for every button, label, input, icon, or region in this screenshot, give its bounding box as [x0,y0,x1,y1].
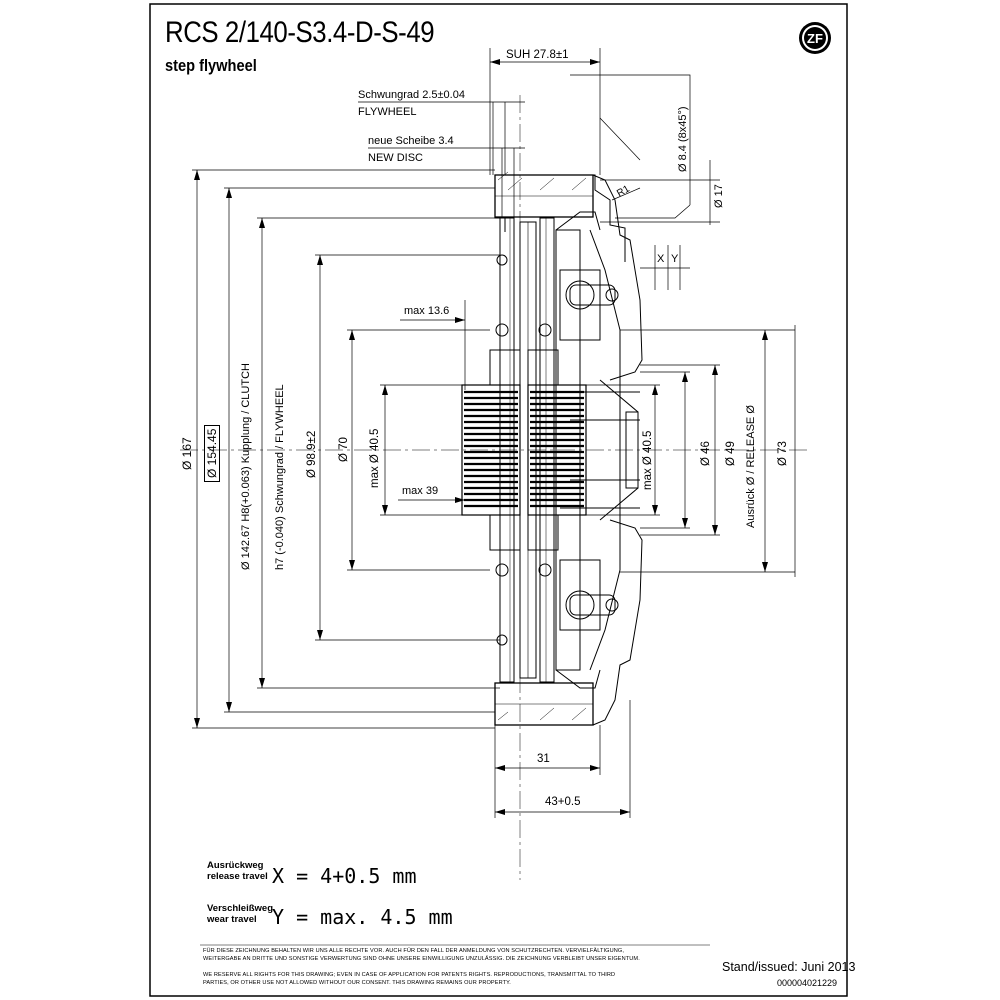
release-travel-label-de: Ausrückweg [207,860,264,871]
dim-d46: Ø 46 [700,441,712,466]
dim-suh: SUH 27.8±1 [506,49,569,61]
dimension-lines [192,48,796,818]
release-travel-label-en: release travel [207,871,268,882]
section-hatching [497,171,587,721]
dim-neue-scheibe: neue Scheibe 3.4 [368,135,454,147]
dim-d989: Ø 98.9±2 [306,430,318,478]
hub-splines [464,390,584,508]
notice-line-2: WEITERGABE AN DRITTE UND SONSTIGE VERWER… [203,956,640,962]
dim-hole: Ø 8.4 (8x45°) [677,106,689,172]
doc-number: 000004021229 [777,978,838,988]
dimension-arrows [194,59,768,815]
dim-max405-left: max Ø 40.5 [369,428,381,488]
wear-travel-label-de: Verschleißweg [207,903,274,914]
dim-y: Y [671,253,679,265]
sheet-border [149,3,848,997]
dim-new-disc: NEW DISC [368,152,423,164]
dim-w31: 31 [537,753,550,765]
wear-travel-label-en: wear travel [207,914,257,925]
wear-travel-formula: Y = max. 4.5 mm [272,905,453,929]
stand-issued: Stand/issued: Juni 2013 [722,960,856,974]
dim-d73: Ø 73 [777,441,789,466]
dim-d17: Ø 17 [713,184,725,208]
dim-x: X [657,253,665,265]
notice-line-4: PARTIES, OR OTHER USE NOT ALLOWED WITHOU… [203,980,511,986]
dim-d70: Ø 70 [338,437,350,462]
notice-line-3: WE RESERVE ALL RIGHTS FOR THIS DRAWING; … [203,972,616,978]
zf-logo-text: ZF [807,31,823,46]
dim-max39: max 39 [402,485,439,497]
dim-h7: h7 (-0.040) Schwungrad / FLYWHEEL [274,384,286,570]
dim-release: Ausrück Ø / RELEASE Ø [745,405,757,528]
release-travel-formula: X = 4+0.5 mm [272,864,417,888]
dim-d167: Ø 167 [180,437,194,470]
notice-line-1: FÜR DIESE ZEICHNUNG BEHALTEN WIR UNS ALL… [203,948,625,954]
drawing-title: RCS 2/140-S3.4-D-S-49 [165,16,435,49]
zf-logo: ZF [799,22,831,54]
drawing-subtitle: step flywheel [165,56,257,75]
dim-max405-right: max Ø 40.5 [642,430,654,490]
dim-d15445: Ø 154.45 [204,424,220,482]
dim-d49: Ø 49 [725,441,737,466]
dim-w43: 43+0.5 [545,796,581,808]
dim-schwungrad: Schwungrad 2.5±0.04 [358,89,465,101]
dim-max136: max 13.6 [404,305,450,317]
dim-d14267: Ø 142.67 H8(+0.063) Kupplung / CLUTCH [240,363,252,570]
dim-flywheel: FLYWHEEL [358,106,417,118]
clutch-cross-section [461,174,643,726]
